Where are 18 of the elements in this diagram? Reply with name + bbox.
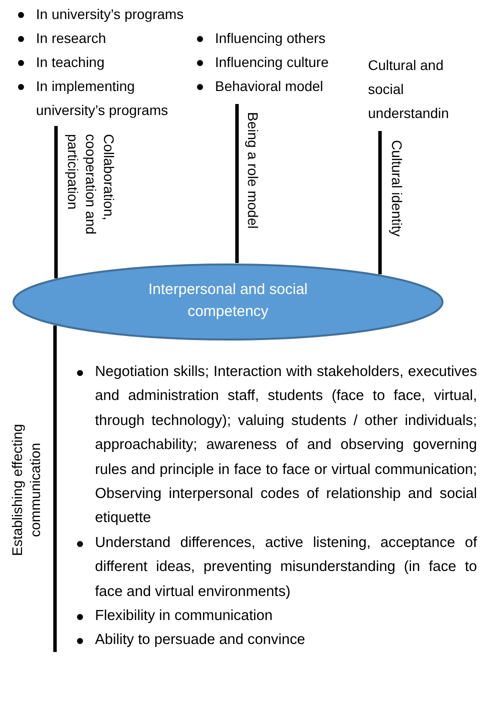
ellipse-node [12,263,444,341]
node-label: Interpersonal and social competency [147,280,309,322]
connector-line [54,126,58,278]
bullet-item: In implementing university’s programs [14,74,194,122]
bullet-item: Behavioral model [193,74,363,98]
bullet-item: In teaching [14,50,194,74]
bullet-item: In research [14,26,194,50]
bullet-item: Influencing culture [193,50,363,74]
bullet-item: In university’s programs [14,2,194,26]
bullet-item: Ability to persuade and convince [73,628,477,653]
text-label: Cultural and social understandin [368,56,450,123]
connector-line [53,325,57,652]
bullet-item: Negotiation skills; Interaction with stakeholders, executives and administration staff, students (face to face, virtual, through technology); valuing students / other individuals; approachability; awareness of and observing governing rules and principle in face to face or virtual communication; Observing interpersonal codes of relationship and social etiquette [73,360,477,531]
bullet-item: Understand differences, active listening, acceptance of different ideas, preventing misunderstanding (in face to face and virtual environments) [73,530,477,604]
bullet-item: Flexibility in communication [73,604,477,628]
connector-line [378,131,382,274]
connector-line [235,104,239,264]
bullet-item: Influencing others [193,26,363,50]
